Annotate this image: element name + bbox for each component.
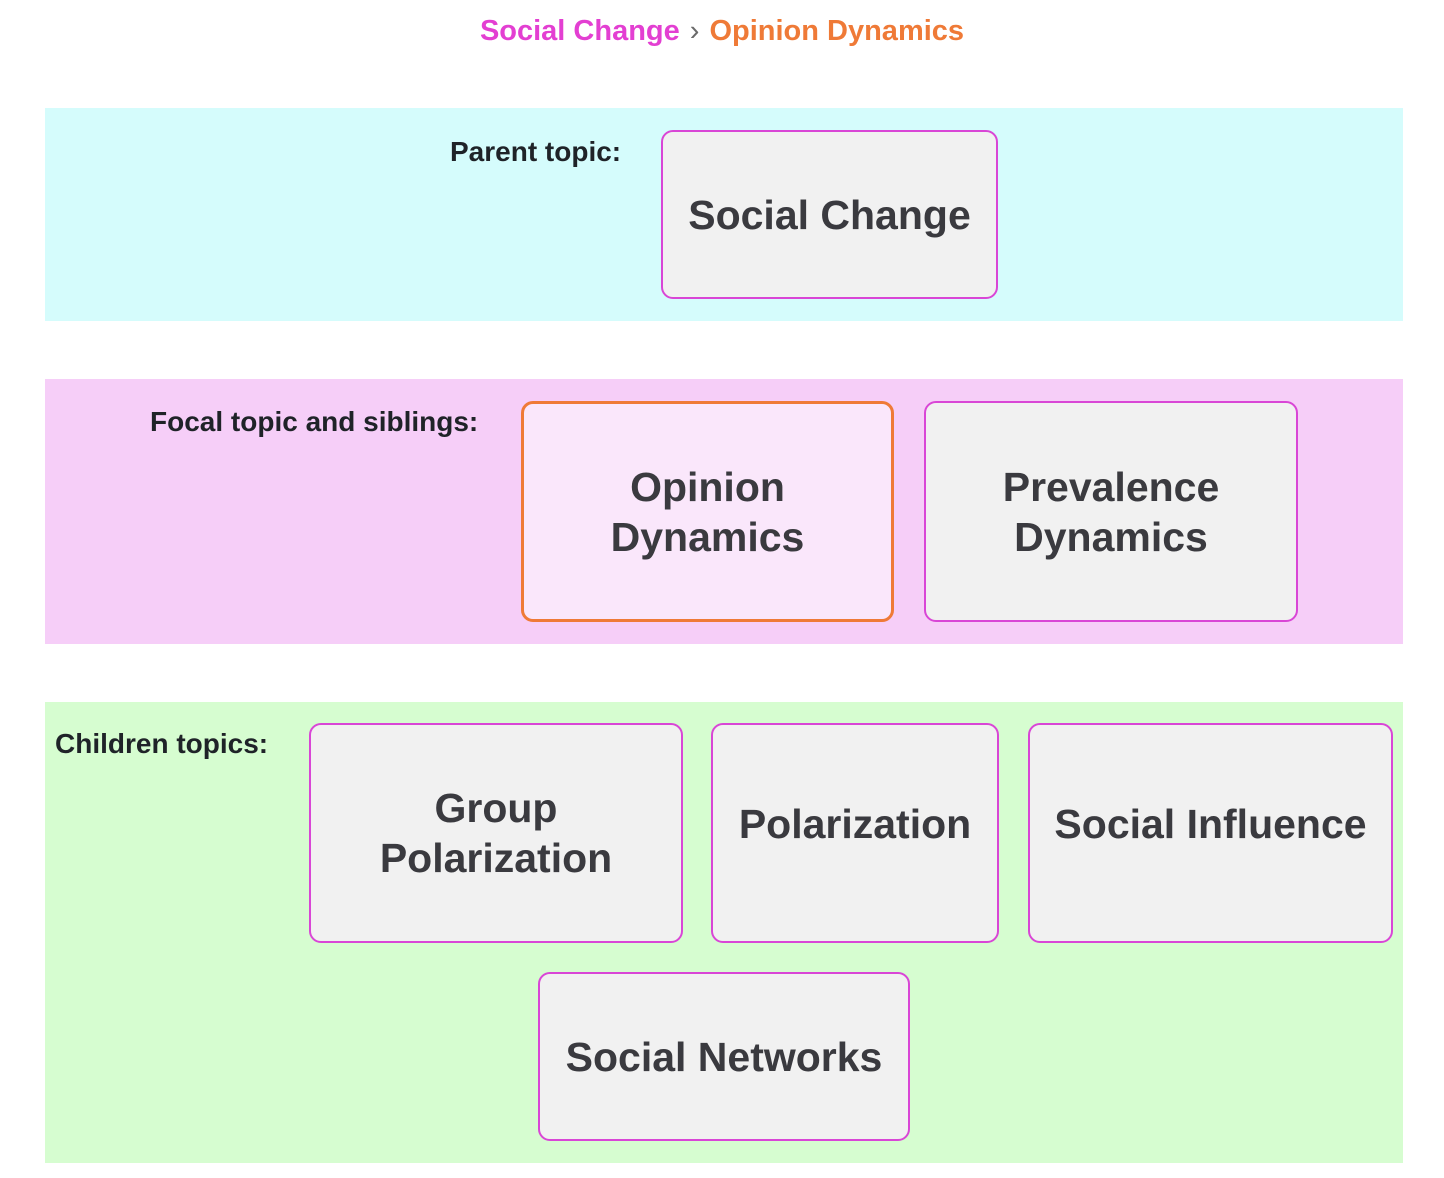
children-topics-section: Children topics: Group Polarization Pola… <box>45 702 1403 1163</box>
topic-node-label: Polarization <box>738 801 972 847</box>
topic-node-label: Prevalence Dynamics <box>1002 463 1220 560</box>
topic-node-label: Social Networks <box>565 1033 883 1080</box>
topic-node-label: Social Change <box>688 191 971 238</box>
focal-topic-label: Focal topic and siblings: <box>150 406 479 437</box>
topic-node-prevalence-dynamics[interactable]: Prevalence Dynamics <box>924 401 1298 622</box>
topic-node-social-influence[interactable]: Social Influence <box>1028 723 1393 943</box>
parent-topic-label: Parent topic: <box>450 136 622 167</box>
children-topics-label: Children topics: <box>55 728 269 759</box>
breadcrumb-separator: › <box>689 15 700 47</box>
breadcrumb-current: Opinion Dynamics <box>709 15 965 47</box>
topic-node-social-networks[interactable]: Social Networks <box>538 972 910 1141</box>
topic-node-opinion-dynamics[interactable]: Opinion Dynamics <box>521 401 894 622</box>
topic-node-social-change[interactable]: Social Change <box>661 130 998 299</box>
parent-topic-section: Parent topic: Social Change <box>45 108 1403 321</box>
topic-node-label: Opinion Dynamics <box>610 463 805 560</box>
topic-node-polarization[interactable]: Polarization <box>711 723 999 943</box>
breadcrumb: Social Change › Opinion Dynamics <box>0 12 1444 50</box>
topic-node-label: Social Influence <box>1054 801 1367 847</box>
topic-node-group-polarization[interactable]: Group Polarization <box>309 723 683 943</box>
focal-topic-section: Focal topic and siblings: Opinion Dynami… <box>45 379 1403 644</box>
topic-node-label: Group Polarization <box>379 785 613 881</box>
breadcrumb-link-social-change[interactable]: Social Change <box>479 15 680 47</box>
